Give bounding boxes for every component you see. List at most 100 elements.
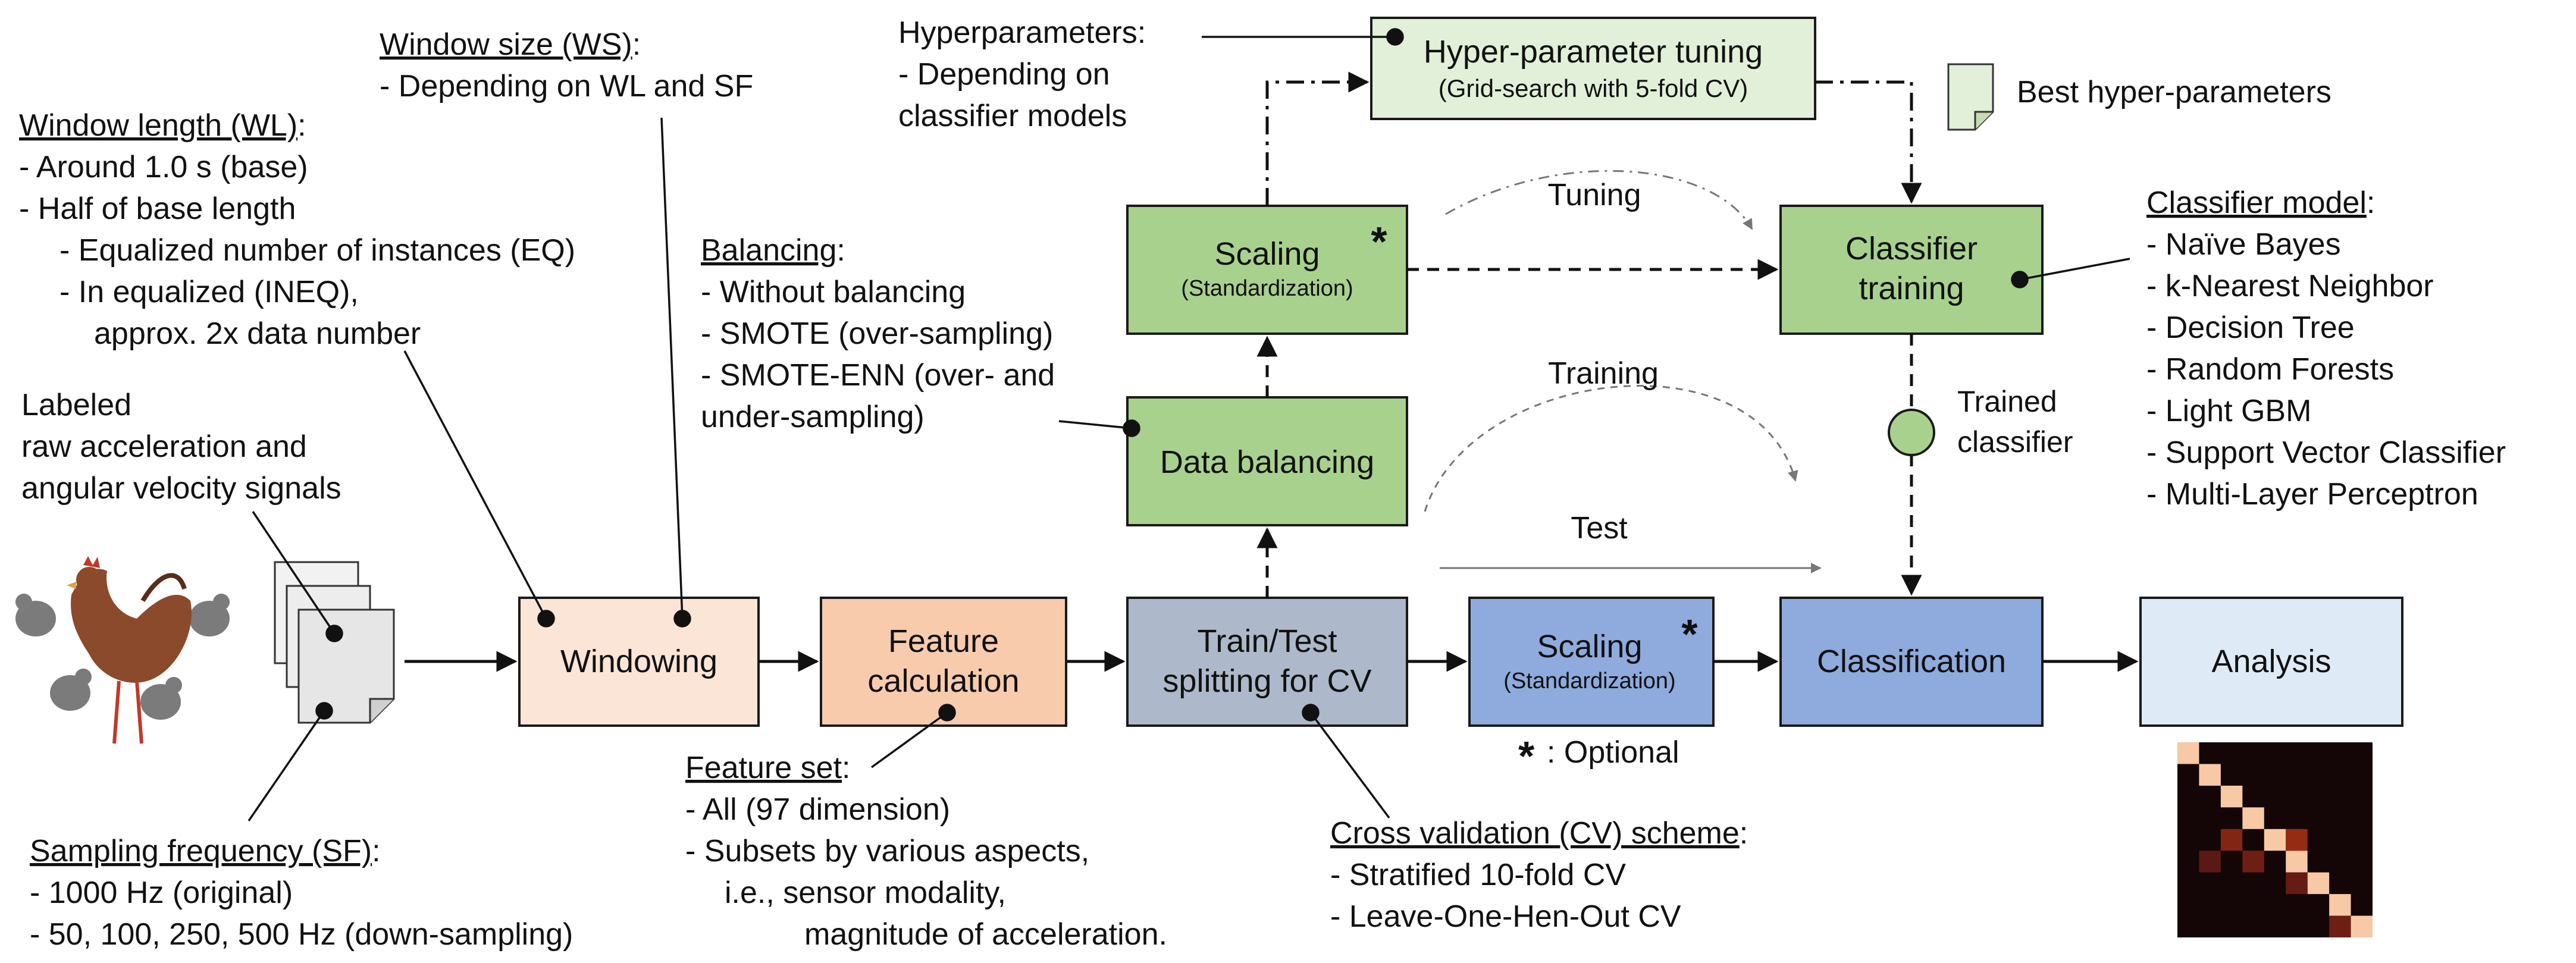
matrix-offdiag-cell <box>2329 915 2351 937</box>
svg-text:Window size (WS):: Window size (WS): <box>380 27 641 62</box>
svg-text:- Naïve Bayes: - Naïve Bayes <box>2146 227 2341 262</box>
svg-text:- SMOTE (over-sampling): - SMOTE (over-sampling) <box>701 316 1053 351</box>
hen-icon <box>15 594 230 720</box>
trained-classifier-label: classifier <box>1957 425 2073 459</box>
svg-text:- Stratified 10-fold CV: - Stratified 10-fold CV <box>1330 858 1626 892</box>
svg-text:(Standardization): (Standardization) <box>1181 276 1353 301</box>
tuning-label: Tuning <box>1547 178 1641 212</box>
windowing-label: Windowing <box>560 644 717 679</box>
sampling-frequency-note: Sampling frequency (SF): - 1000 Hz (orig… <box>30 834 573 952</box>
matrix-diagonal-cell <box>2329 894 2351 916</box>
svg-text:under-sampling): under-sampling) <box>701 400 925 434</box>
svg-text:calculation: calculation <box>867 663 1019 699</box>
matrix-offdiag-cell <box>2242 851 2264 873</box>
train-test-split-box: Train/Test splitting for CV <box>1126 597 1408 727</box>
matrix-diagonal-cell <box>2286 851 2308 873</box>
svg-text:- 50, 100, 250, 500 Hz (down: - 50, 100, 250, 500 Hz (down-sampling) <box>30 917 573 952</box>
svg-text:- Without balancing: - Without balancing <box>701 275 966 309</box>
svg-text:Scaling: Scaling <box>1214 236 1320 272</box>
svg-text:splitting for CV: splitting for CV <box>1162 663 1371 699</box>
svg-text:Classifier model:: Classifier model: <box>2146 186 2375 220</box>
balancing-note: Balancing: - Without balancing - SMOTE (… <box>701 233 1055 434</box>
balancing-title: Balancing <box>701 233 836 268</box>
svg-text:- Leave-One-Hen-Out CV: - Leave-One-Hen-Out CV <box>1330 899 1681 934</box>
classification-box: Classification <box>1779 597 2044 727</box>
scaling-test-box: Scaling (Standardization) * <box>1468 597 1715 727</box>
svg-text:- Decision Tree: - Decision Tree <box>2146 310 2355 345</box>
svg-text:training: training <box>1859 271 1964 306</box>
svg-text:magnitude of acceleration.: magnitude of acceleration. <box>804 917 1167 952</box>
svg-text:- Support Vector Classifier: - Support Vector Classifier <box>2146 435 2506 470</box>
matrix-diagonal-cell <box>2307 872 2330 895</box>
matrix-diagonal-cell <box>2264 829 2286 851</box>
svg-text:(Grid-search with 5-fold CV): (Grid-search with 5-fold CV) <box>1439 74 1748 102</box>
cv-scheme-title: Cross validation (CV) scheme <box>1330 816 1740 851</box>
matrix-offdiag-cell <box>2286 829 2308 851</box>
rooster-icon <box>67 556 192 744</box>
svg-text:Window length (WL):: Window length (WL): <box>19 108 306 143</box>
svg-text:- Depending on: - Depending on <box>898 57 1110 92</box>
optional-legend: * : Optional <box>1518 733 1679 779</box>
window-size-item: - Depending on WL and SF <box>380 69 753 103</box>
matrix-diagonal-cell <box>2220 785 2243 808</box>
svg-text:Sampling frequency (SF):: Sampling frequency (SF): <box>30 834 381 868</box>
svg-text:Hyper-parameter tuning: Hyper-parameter tuning <box>1424 34 1763 70</box>
svg-text:Analysis: Analysis <box>2211 644 2331 679</box>
svg-text:Feature: Feature <box>888 623 999 659</box>
hens-illustration <box>15 556 230 744</box>
svg-text:- 1000 Hz (original): - 1000 Hz (original) <box>30 876 293 910</box>
cv-scheme-note: Cross validation (CV) scheme: - Stratifi… <box>1330 816 1748 934</box>
matrix-diagonal-cell <box>2177 742 2199 764</box>
classifier-model-note: Classifier model: - Naïve Bayes - k-Near… <box>2146 186 2506 512</box>
svg-text:angular velocity signals: angular velocity signals <box>21 471 341 506</box>
svg-text:- All (97 dimension): - All (97 dimension) <box>685 792 950 827</box>
svg-text:Labeled: Labeled <box>21 388 131 422</box>
svg-text:Feature set:: Feature set: <box>685 751 850 785</box>
trained-classifier-node <box>1888 409 1935 456</box>
svg-text:- Random Forests: - Random Forests <box>2146 352 2394 387</box>
matrix-offdiag-cell <box>2220 829 2243 851</box>
svg-text:approx. 2x data number: approx. 2x data number <box>94 316 421 351</box>
window-size-title: Window size (WS) <box>380 27 632 62</box>
svg-text:classifier models: classifier models <box>898 99 1127 133</box>
hyperparameters-title: Hyperparameters: <box>898 15 1146 50</box>
confusion-matrix-thumbnail <box>2177 742 2373 937</box>
svg-text:- In equalized (INEQ),: - In equalized (INEQ), <box>59 275 359 309</box>
classifier-training-box: Classifier training <box>1779 205 2044 335</box>
phase-arrows <box>1424 170 1822 573</box>
svg-text:Scaling: Scaling <box>1537 629 1642 664</box>
svg-text:Data balancing: Data balancing <box>1160 444 1374 480</box>
svg-text:Classification: Classification <box>1817 644 2006 679</box>
optional-star: * <box>1371 218 1387 265</box>
matrix-offdiag-cell <box>2286 872 2308 895</box>
svg-text:Balancing:: Balancing: <box>701 233 845 268</box>
svg-text:i.e., sensor modality,: i.e., sensor modality, <box>725 876 1006 910</box>
feature-set-title: Feature set <box>685 751 842 785</box>
matrix-diagonal-cell <box>2242 807 2264 829</box>
svg-text:- k-Nearest Neighbor: - k-Nearest Neighbor <box>2146 269 2434 303</box>
classifier-model-title: Classifier model <box>2146 186 2367 220</box>
training-label: Training <box>1548 356 1659 391</box>
optional-star: * <box>1681 611 1698 657</box>
svg-text:- Multi-Layer Perceptron: - Multi-Layer Perceptron <box>2146 477 2478 512</box>
svg-text:raw acceleration and: raw acceleration and <box>21 429 307 464</box>
labeled-signals-note: Labeled raw acceleration and angular vel… <box>21 388 341 506</box>
svg-text:(Standardization): (Standardization) <box>1503 669 1675 694</box>
hyperparameter-file-icon <box>1947 63 1994 131</box>
matrix-offdiag-cell <box>2199 851 2221 873</box>
trained-classifier-label: Trained <box>1957 385 2057 418</box>
callout-lines <box>247 28 2130 821</box>
hyperparameters-note: Hyperparameters: - Depending on classifi… <box>898 15 1146 133</box>
svg-text:- Around 1.0 s (base): - Around 1.0 s (base) <box>19 150 308 184</box>
window-size-note: Window size (WS): - Depending on WL and … <box>380 27 753 103</box>
svg-text:Train/Test: Train/Test <box>1197 623 1337 659</box>
svg-text:- Light GBM: - Light GBM <box>2146 394 2311 428</box>
analysis-box: Analysis <box>2139 597 2403 727</box>
svg-text:- SMOTE-ENN (over- and: - SMOTE-ENN (over- and <box>701 358 1055 393</box>
svg-text:Classifier: Classifier <box>1845 231 1978 266</box>
best-hyperparameters-label: Best hyper-parameters <box>2017 75 2331 109</box>
scaling-train-box: Scaling (Standardization) * <box>1126 205 1408 335</box>
windowing-box: Windowing <box>518 597 760 727</box>
svg-text:- Equalized number of instan: - Equalized number of instances (EQ) <box>59 233 575 268</box>
